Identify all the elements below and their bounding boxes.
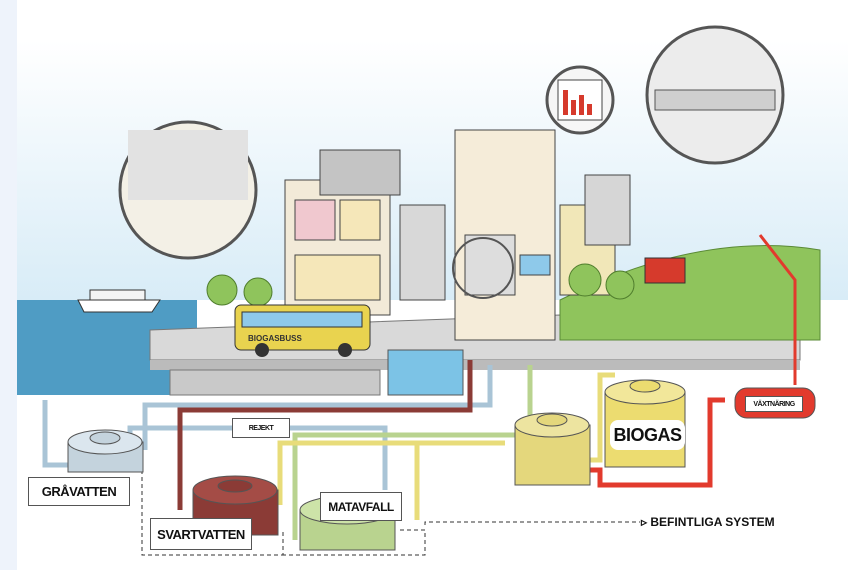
nutrient-pipe	[590, 397, 725, 488]
existing-system-line	[141, 470, 640, 556]
matavfall-label: MATAVFALL	[320, 492, 402, 521]
rejekt-label: REJEKT	[232, 418, 290, 438]
gravatten-label: GRÅVATTEN	[28, 477, 130, 506]
black-water-pipe	[177, 360, 473, 510]
pipe-network	[42, 234, 797, 540]
grey-water-pipe	[42, 400, 70, 468]
page-margin	[0, 0, 17, 570]
biogas-pipe	[277, 440, 505, 505]
canal	[387, 349, 464, 396]
ferry	[77, 289, 161, 313]
digester-tank	[514, 412, 591, 486]
bus-label: BIOGASBUSS	[248, 334, 302, 343]
room-zoom-bubble	[452, 237, 514, 299]
vaxtnaring-label: VÄXTNÄRING	[745, 396, 803, 412]
svartvatten-label: SVARTVATTEN	[150, 518, 252, 550]
grey-water-tank	[67, 429, 144, 473]
biogas-bus	[234, 304, 371, 357]
trees	[206, 263, 635, 307]
befintliga-system-text: BEFINTLIGA SYSTEM	[650, 515, 775, 529]
tractor	[644, 257, 686, 284]
buildings	[284, 129, 631, 341]
befintliga-system-label: ▹ BEFINTLIGA SYSTEM	[641, 515, 775, 529]
biogas-label: BIOGAS	[610, 420, 685, 450]
food-waste-pipe	[292, 365, 533, 540]
